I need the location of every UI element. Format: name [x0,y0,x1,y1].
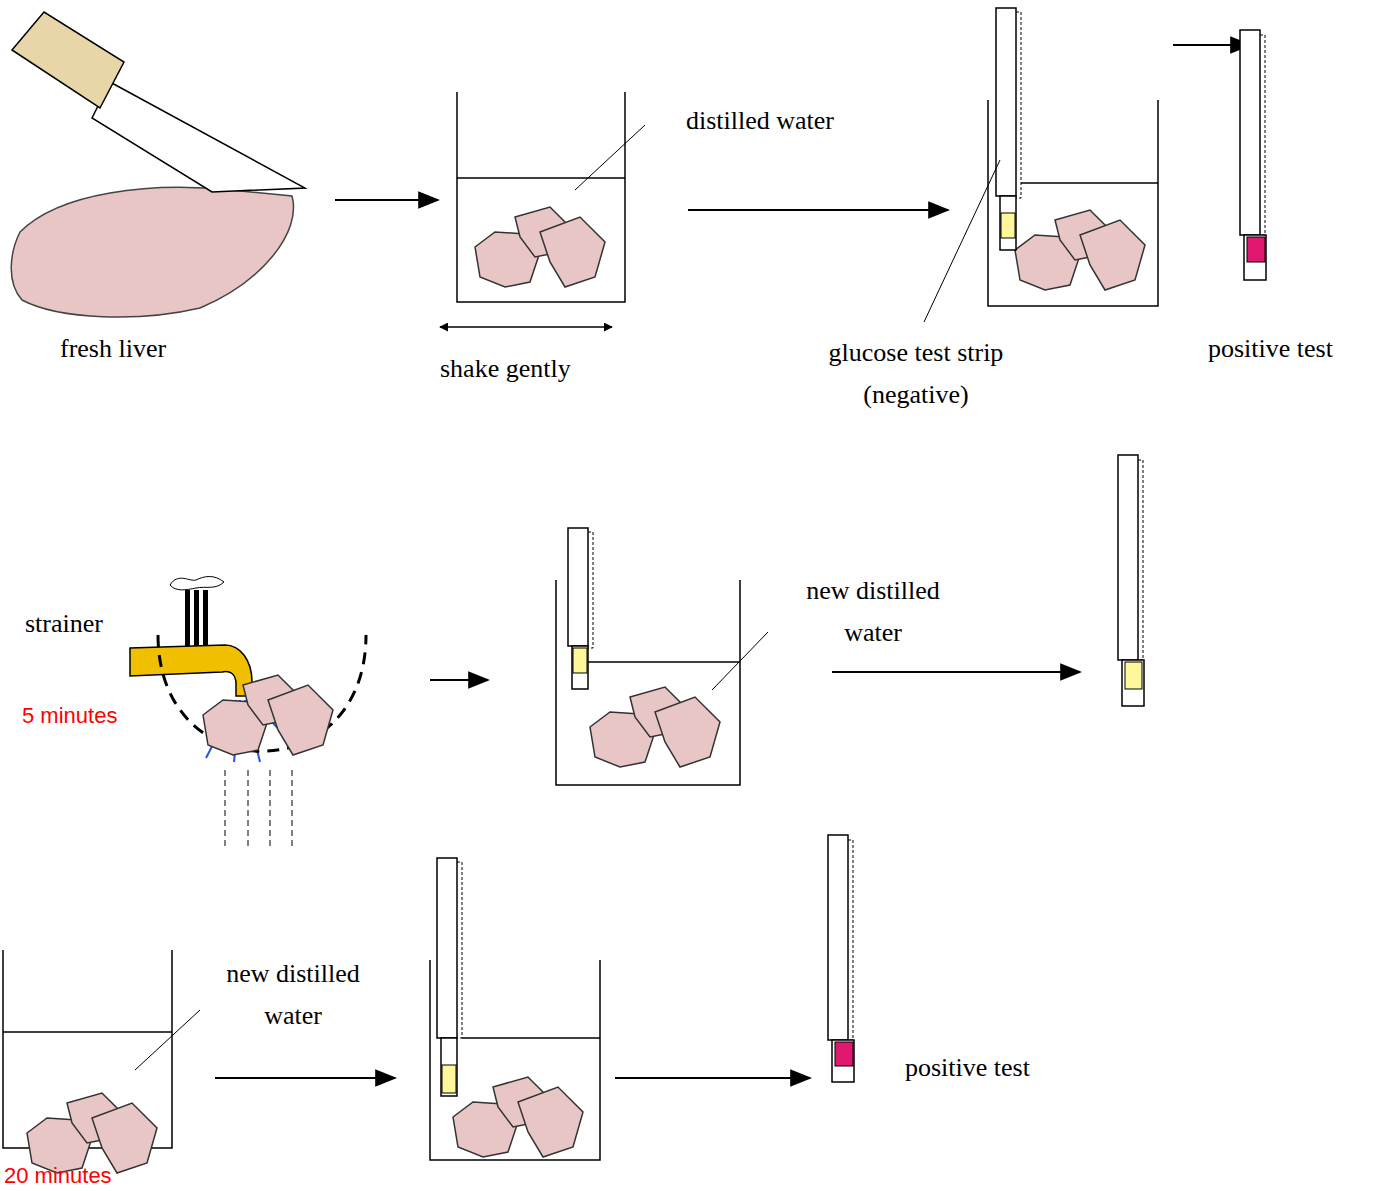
beaker-with-strip [924,8,1158,322]
water-label: new distilled water [778,570,968,654]
beaker [3,950,200,1173]
time-label: 5 minutes [22,700,162,732]
water-label: new distilled water [198,953,388,1037]
test-strip-negative [1118,455,1144,706]
action-label: shake gently [440,353,650,385]
beaker [457,92,645,302]
water-label: distilled water [686,105,906,137]
step-arrow [335,199,438,201]
beaker-with-strip [430,858,600,1160]
result-label: positive test [1208,333,1378,365]
step-arrow [215,1077,395,1079]
step-arrow [1173,44,1250,46]
beaker-with-strip [556,528,768,785]
step-arrow [832,671,1080,673]
test-strip-positive [1240,30,1266,280]
time-label: 20 minutes [4,1160,164,1191]
step-arrow [615,1077,810,1079]
test-strip-positive [828,835,854,1082]
step-arrow [430,679,488,681]
liver-and-knife [11,12,305,317]
strainer [158,635,366,850]
result-label: positive test [905,1052,1075,1084]
shake-arrow [440,326,612,328]
strip-label: glucose test strip (negative) [816,332,1016,416]
strainer-label: strainer [25,608,165,640]
liver-label: fresh liver [60,333,250,365]
step-arrow [688,209,948,211]
